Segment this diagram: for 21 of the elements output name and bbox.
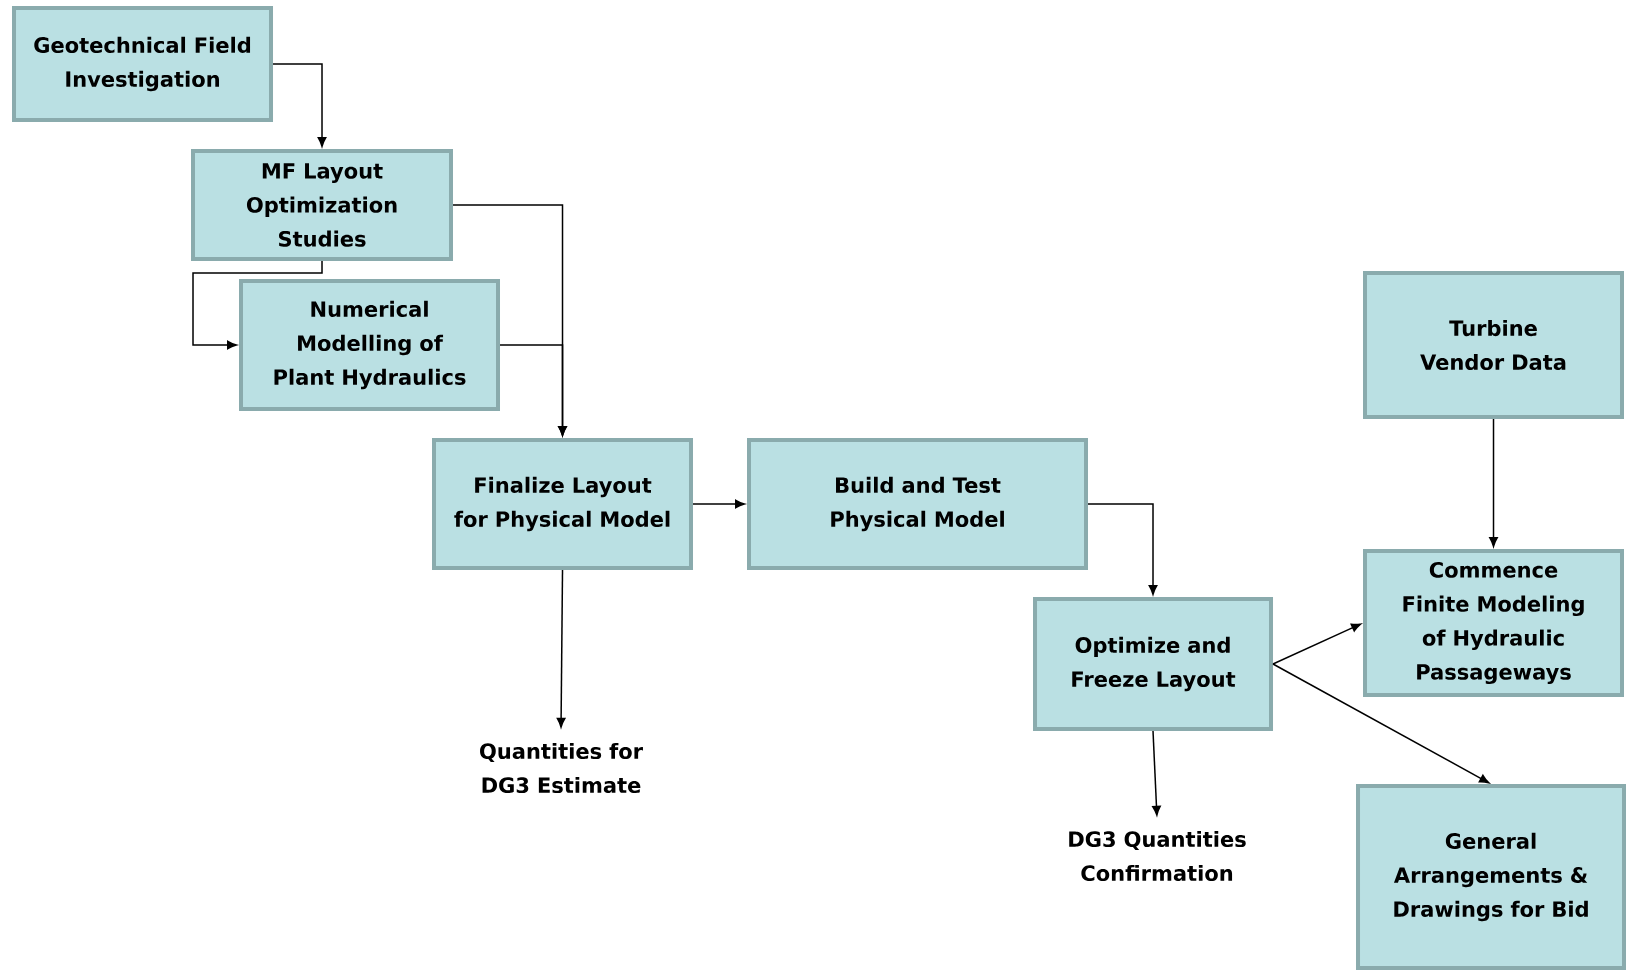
- process-box: Optimize and Freeze Layout: [1033, 597, 1273, 731]
- arrow: [272, 63, 327, 147]
- arrow: [1489, 418, 1498, 547]
- arrow: [1272, 663, 1490, 784]
- process-box: MF Layout Optimization Studies: [191, 149, 453, 261]
- arrow: [1087, 503, 1158, 595]
- arrow: [499, 344, 567, 436]
- process-box: Turbine Vendor Data: [1363, 271, 1624, 419]
- arrow: [556, 569, 566, 728]
- process-box: Commence Finite Modeling of Hydraulic Passageways: [1363, 549, 1624, 697]
- process-box: Geotechnical Field Investigation: [12, 6, 273, 122]
- arrow: [192, 260, 323, 350]
- arrow: [1152, 730, 1161, 816]
- process-box: Build and Test Physical Model: [747, 438, 1088, 570]
- process-box: General Arrangements & Drawings for Bid: [1356, 784, 1626, 970]
- output-text: DG3 Quantities Confirmation: [1069, 830, 1246, 882]
- arrow: [1272, 623, 1362, 665]
- output-text: Quantities for DG3 Estimate: [480, 742, 643, 794]
- arrow: [692, 499, 745, 509]
- process-box: Numerical Modelling of Plant Hydraulics: [239, 279, 500, 411]
- process-box: Finalize Layout for Physical Model: [432, 438, 693, 570]
